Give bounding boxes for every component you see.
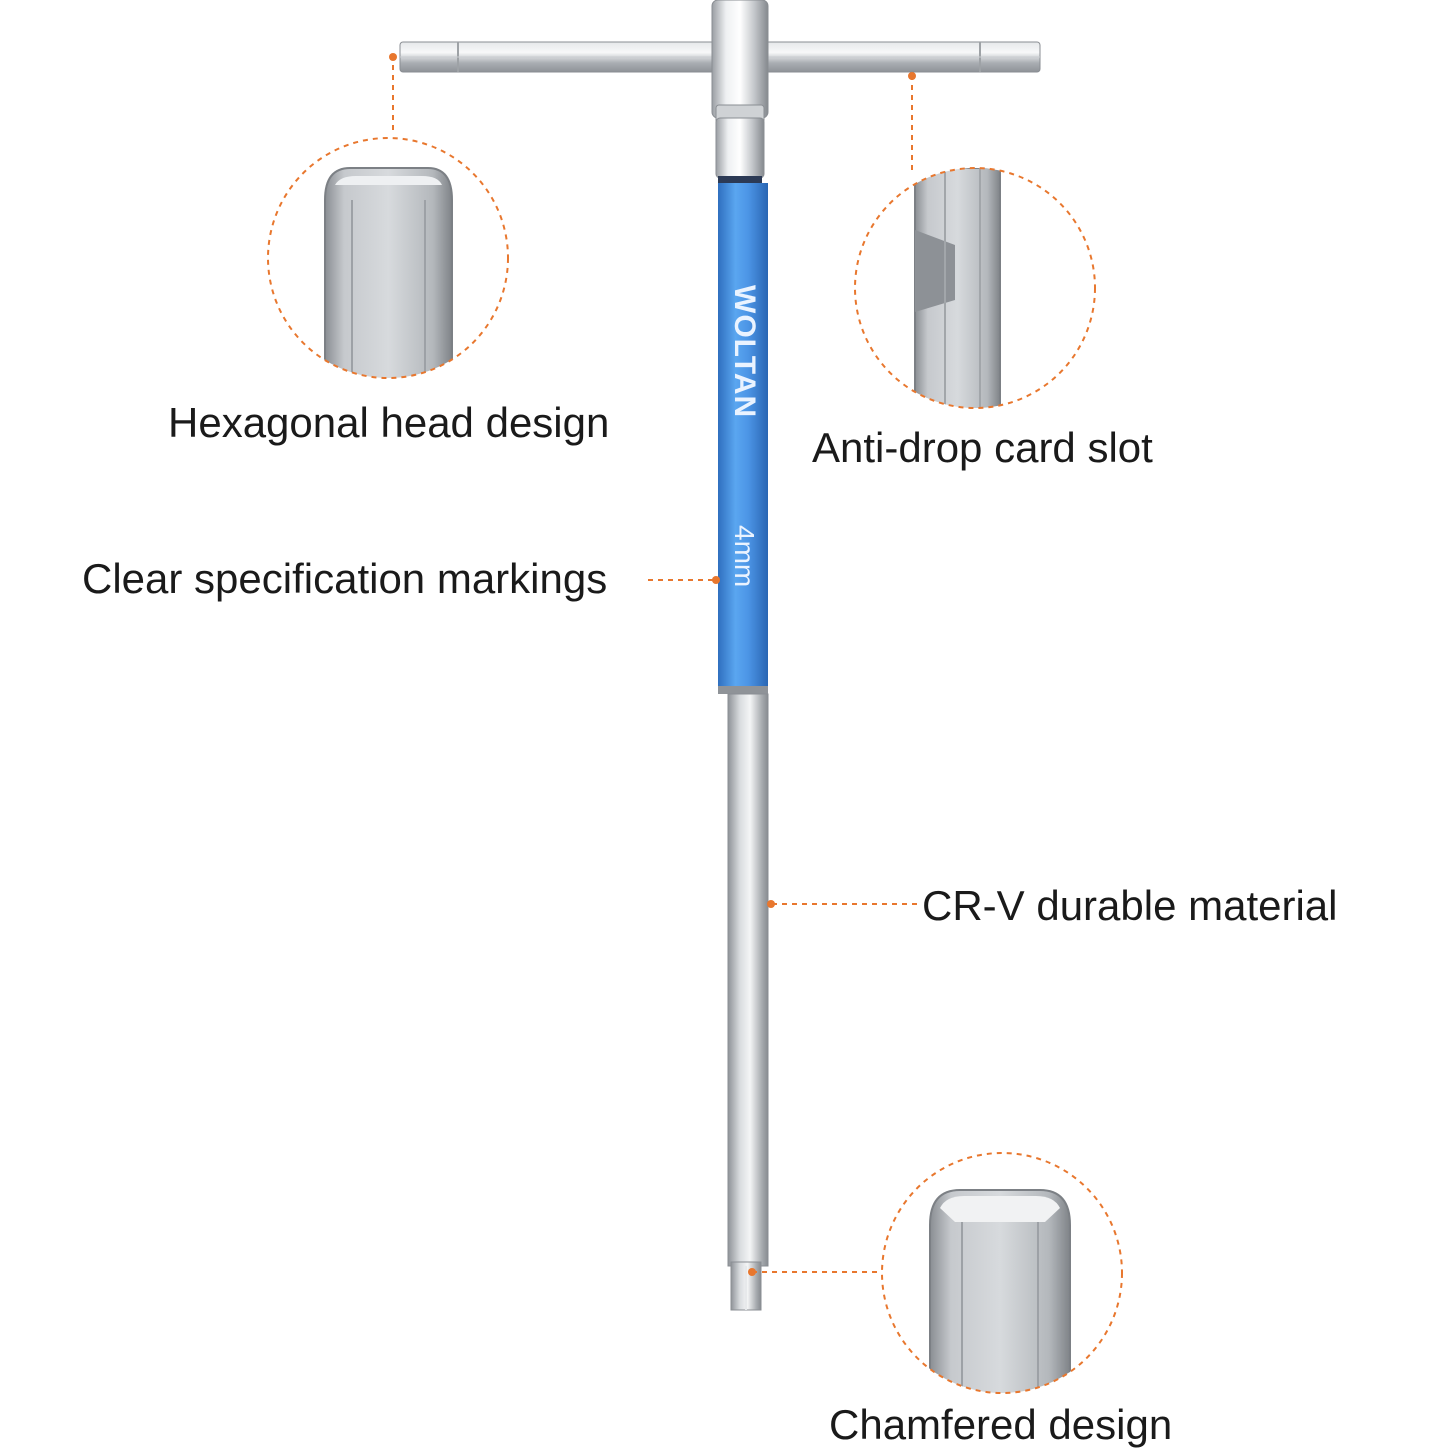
callout-dot-crv [767, 900, 775, 908]
handle-brand-text: WOLTAN [728, 285, 761, 418]
callout-lines [392, 55, 920, 1273]
callout-dots [389, 53, 916, 1276]
label-crv-material: CR-V durable material [922, 882, 1338, 929]
label-hexagonal-head: Hexagonal head design [168, 399, 610, 446]
callout-dot-hexagonal-head [389, 53, 397, 61]
callout-dot-spec-markings [712, 576, 720, 584]
callout-dot-chamfered [748, 1268, 756, 1276]
zoom-chamfered [881, 1152, 1123, 1394]
hex-shaft [727, 693, 769, 1311]
label-chamfered: Chamfered design [829, 1401, 1173, 1448]
callout-dot-anti-drop [908, 72, 916, 80]
handle-size-text: 4mm [729, 525, 760, 587]
zoom-anti-drop-slot [854, 167, 1096, 409]
zoom-hexagonal-head [267, 137, 509, 379]
label-spec-markings: Clear specification markings [82, 555, 608, 602]
label-anti-drop-slot: Anti-drop card slot [812, 424, 1153, 471]
chrome-collar [711, 0, 769, 184]
blue-handle: WOLTAN 4mm [718, 183, 768, 694]
